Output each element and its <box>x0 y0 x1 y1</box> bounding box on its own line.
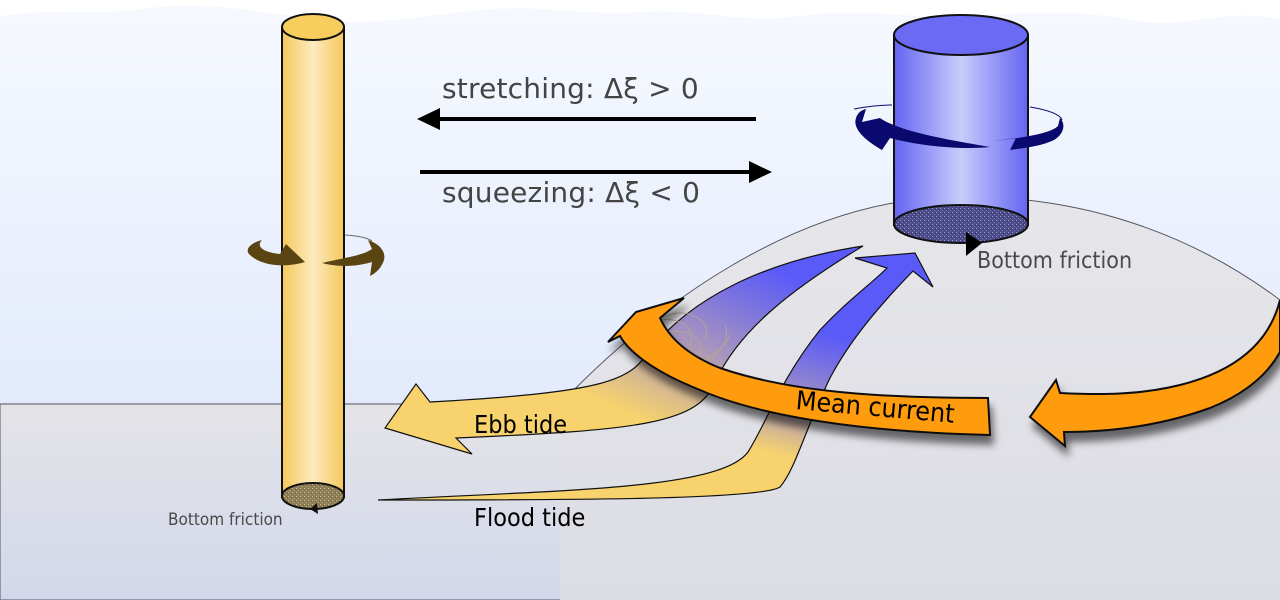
column-top-right <box>893 14 1029 56</box>
cylinder-icon <box>893 34 1029 226</box>
rotation-arrow-icon <box>247 240 385 276</box>
stretching-label: stretching: Δξ > 0 <box>442 72 699 105</box>
friction-arrow-left-icon <box>310 503 318 514</box>
rotation-guide-line <box>853 104 1063 121</box>
bottom-friction-label-right: Bottom friction <box>977 248 1133 274</box>
arrow-right-icon <box>420 161 772 183</box>
bottom-friction-label-left: Bottom friction <box>168 510 283 530</box>
column-top-left <box>281 13 345 41</box>
rotation-arrow-icon <box>855 109 1064 150</box>
short-water-column <box>893 14 1029 256</box>
arrow-left-icon <box>417 108 756 130</box>
ebb-tide-label: Ebb tide <box>474 410 568 439</box>
rotation-guide-line <box>344 234 373 242</box>
bottom-friction-patch-left <box>281 482 345 510</box>
flood-tide-arrow <box>377 252 934 501</box>
friction-arrow-right-icon <box>966 232 982 256</box>
bottom-friction-patch-right <box>893 204 1029 244</box>
squeezing-label: squeezing: Δξ < 0 <box>442 176 701 209</box>
flood-tide-label: Flood tide <box>474 503 586 532</box>
mean-current-return-arrow <box>1028 299 1280 449</box>
mean-current-arrow <box>607 297 992 437</box>
